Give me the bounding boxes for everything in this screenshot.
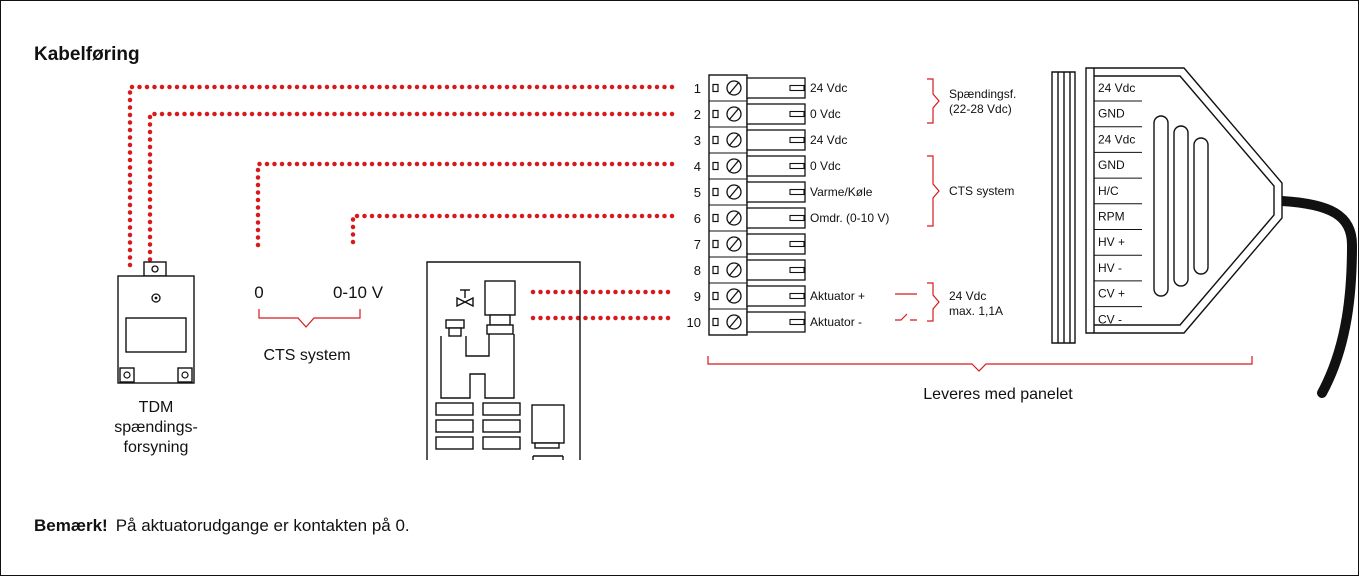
terminal-slot bbox=[712, 317, 719, 327]
wire-ferrule bbox=[746, 181, 806, 203]
screw-icon bbox=[726, 106, 742, 122]
wire-ferrule bbox=[746, 77, 806, 99]
screw-icon bbox=[726, 210, 742, 226]
supply-label-line-1: Spændingsf. bbox=[949, 87, 1016, 101]
screw-icon bbox=[726, 158, 742, 174]
terminal-slot bbox=[712, 265, 719, 275]
terminal-slot bbox=[712, 109, 719, 119]
supplied-bracket bbox=[707, 356, 1253, 372]
connector-pin-label: GND bbox=[1098, 107, 1125, 121]
terminal-number: 10 bbox=[687, 315, 701, 330]
screw-icon bbox=[726, 288, 742, 304]
tdm-label-line-2: spændings- bbox=[114, 419, 198, 436]
wire-terminal-6 bbox=[350, 213, 675, 251]
connector-pin-label: GND bbox=[1098, 158, 1125, 172]
note-bold: Bemærk! bbox=[34, 516, 108, 535]
wire-terminal-2 bbox=[147, 111, 675, 269]
terminal-slot bbox=[712, 213, 719, 223]
terminal-label: 0 Vdc bbox=[810, 159, 841, 173]
terminal-number: 3 bbox=[694, 133, 701, 148]
valve-actuator-panel bbox=[426, 261, 581, 460]
wire-terminal-4 bbox=[255, 161, 675, 251]
cts-bracket bbox=[258, 309, 361, 328]
terminal-label: Varme/Køle bbox=[810, 185, 873, 199]
wire-ferrule bbox=[746, 129, 806, 151]
terminal-slot bbox=[712, 135, 719, 145]
terminal-slot bbox=[712, 291, 719, 301]
cts-group-bracket bbox=[927, 155, 940, 227]
terminal-label: 24 Vdc bbox=[810, 81, 847, 95]
cts-group-label: CTS system bbox=[949, 184, 1014, 198]
wire-ferrule bbox=[746, 259, 806, 281]
tdm-power-supply bbox=[117, 261, 195, 384]
screw-icon bbox=[726, 80, 742, 96]
terminal-number: 1 bbox=[694, 81, 701, 96]
wire-terminal-1 bbox=[127, 84, 675, 269]
screw-icon bbox=[726, 236, 742, 252]
note-text: På aktuatorudgange er kontakten på 0. bbox=[116, 516, 410, 535]
connector-pin-label: HV + bbox=[1098, 235, 1125, 249]
terminal-number: 2 bbox=[694, 107, 701, 122]
connector-pin-label: 24 Vdc bbox=[1098, 132, 1135, 146]
connector-pin-label: H/C bbox=[1098, 184, 1119, 198]
terminal-label: Omdr. (0-10 V) bbox=[810, 211, 889, 225]
terminal-number: 8 bbox=[694, 263, 701, 278]
screw-icon bbox=[726, 262, 742, 278]
connector-plug bbox=[1051, 67, 1358, 398]
wire-ferrule bbox=[746, 233, 806, 255]
actuator-label-line-2: max. 1,1A bbox=[949, 304, 1003, 318]
terminal-number: 9 bbox=[694, 289, 701, 304]
terminal-number: 6 bbox=[694, 211, 701, 226]
screw-icon bbox=[726, 314, 742, 330]
wiring bbox=[127, 84, 675, 321]
terminal-number: 4 bbox=[694, 159, 701, 174]
connector-pin-label: CV + bbox=[1098, 287, 1125, 301]
terminal-number: 5 bbox=[694, 185, 701, 200]
terminal-slot bbox=[712, 83, 719, 93]
supply-bracket bbox=[927, 78, 940, 124]
screw-icon bbox=[726, 132, 742, 148]
cts-system-label: CTS system bbox=[263, 347, 350, 364]
terminal-block: 1 24 Vdc 2 0 Vdc 3 24 Vdc 4 0 Vdc 5 Varme/Køle 6 Om… bbox=[687, 74, 889, 336]
cts-low-value: 0 bbox=[254, 283, 263, 302]
screw-icon bbox=[726, 184, 742, 200]
note: Bemærk! På aktuatorudgange er kontakten p… bbox=[34, 516, 410, 535]
page-title: Kabelføring bbox=[34, 44, 140, 65]
actuator-label-line-1: 24 Vdc bbox=[949, 289, 986, 303]
terminal-slot bbox=[712, 239, 719, 249]
terminal-label: Aktuator + bbox=[810, 289, 865, 303]
wire-ferrule bbox=[746, 207, 806, 229]
cts-high-value: 0-10 V bbox=[333, 283, 384, 302]
connector-pin-label: HV - bbox=[1098, 261, 1122, 275]
terminal-label: 24 Vdc bbox=[810, 133, 847, 147]
terminal-label: 0 Vdc bbox=[810, 107, 841, 121]
tdm-label-line-1: TDM bbox=[139, 399, 174, 416]
connector-pin-label: 24 Vdc bbox=[1098, 81, 1135, 95]
wire-ferrule bbox=[746, 155, 806, 177]
actuator-bracket bbox=[927, 282, 940, 322]
terminal-slot bbox=[712, 161, 719, 171]
contact-open-symbol bbox=[895, 313, 917, 321]
terminal-number: 7 bbox=[694, 237, 701, 252]
wire-ferrule bbox=[746, 103, 806, 125]
terminal-slot bbox=[712, 187, 719, 197]
wire-ferrule bbox=[746, 311, 806, 333]
connector-pin-label: RPM bbox=[1098, 210, 1125, 224]
supply-label-line-2: (22-28 Vdc) bbox=[949, 102, 1012, 116]
terminal-label: Aktuator - bbox=[810, 315, 862, 329]
supplied-with-panel-label: Leveres med panelet bbox=[923, 386, 1073, 403]
connector-pin-label: CV - bbox=[1098, 312, 1122, 326]
tdm-label-line-3: forsyning bbox=[124, 439, 189, 456]
wire-ferrule bbox=[746, 285, 806, 307]
